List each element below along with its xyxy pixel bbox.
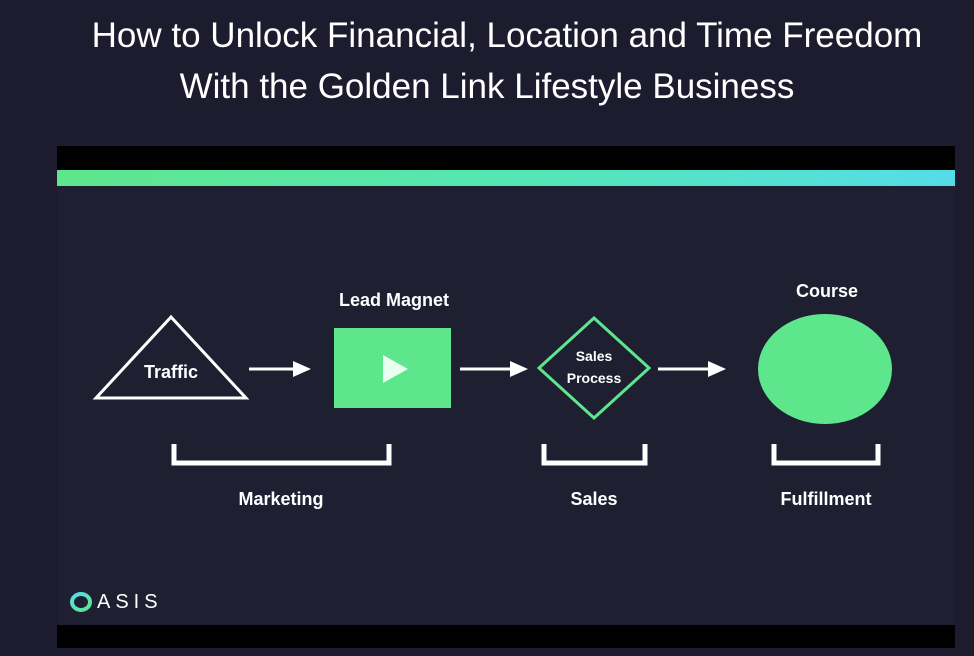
page-title-line-2: With the Golden Link Lifestyle Business	[179, 67, 795, 106]
marketing-label: Marketing	[238, 489, 323, 509]
marketing-bracket	[171, 444, 392, 466]
traffic-triangle	[92, 314, 250, 400]
traffic-label: Traffic	[144, 362, 198, 382]
sales-label: Sales	[570, 489, 617, 509]
arrow-right-icon	[658, 361, 726, 377]
play-icon	[383, 355, 408, 383]
sales-process-diamond	[536, 315, 652, 421]
fulfillment-bracket	[771, 444, 881, 466]
oasis-ring-icon	[70, 592, 92, 612]
logo-text: ASIS	[97, 590, 163, 613]
page-title-line-1: How to Unlock Financial, Location and Ti…	[91, 16, 923, 55]
fulfillment-label: Fulfillment	[781, 489, 872, 509]
page-title: How to Unlock Financial, Location and Ti…	[0, 10, 974, 112]
course-circle	[758, 314, 892, 424]
sales-process-line-2: Process	[567, 370, 622, 386]
course-label: Course	[796, 281, 858, 301]
oasis-logo: ASIS	[69, 590, 163, 614]
sales-process-line-1: Sales	[576, 348, 613, 364]
arrow-right-icon	[460, 361, 528, 377]
sales-bracket	[541, 444, 648, 466]
video-top-letterbox	[57, 146, 955, 170]
lead-magnet-label: Lead Magnet	[339, 290, 449, 310]
video-player[interactable]: Traffic Lead Magnet Sales Process	[57, 146, 955, 648]
gradient-accent-bar	[57, 170, 955, 186]
funnel-diagram: Traffic Lead Magnet Sales Process	[92, 281, 892, 509]
video-bottom-letterbox	[57, 625, 955, 648]
arrow-right-icon	[249, 361, 311, 377]
